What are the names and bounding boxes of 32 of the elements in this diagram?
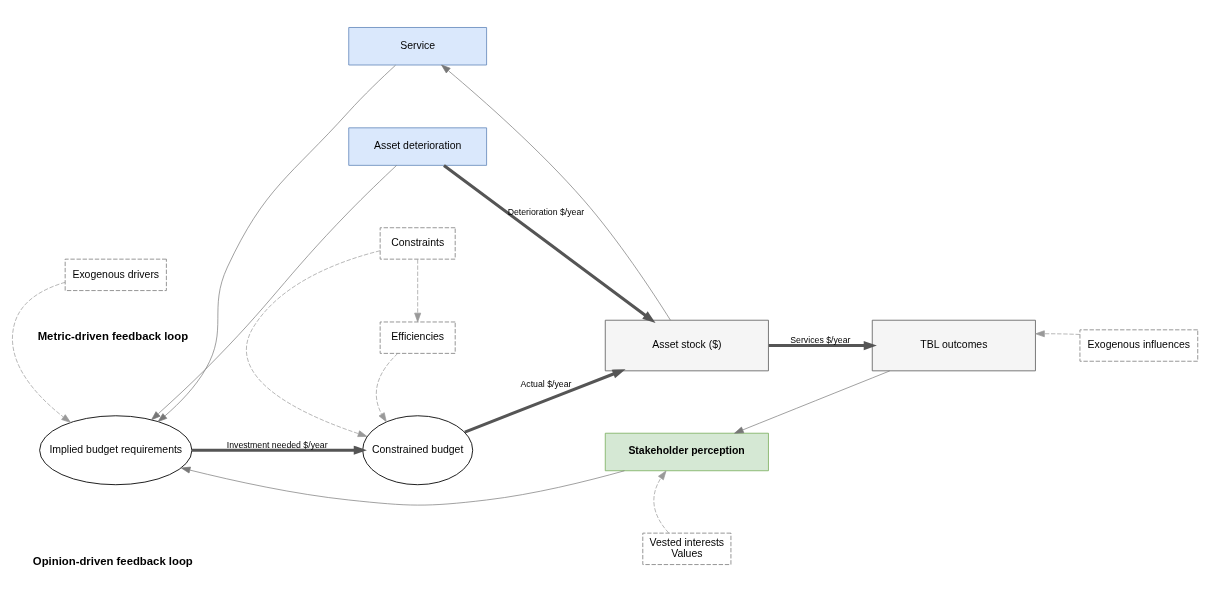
node-box: Asset deterioration [348, 126, 488, 166]
arrow [768, 340, 877, 350]
arrow [192, 445, 367, 455]
node-box: Exogenous influences [1079, 328, 1199, 362]
arrow [157, 64, 396, 422]
node-box: Service [348, 26, 488, 65]
edge-label: Actual $/year [520, 378, 572, 389]
arrow [441, 64, 671, 320]
arrow [12, 281, 71, 423]
edge-label: Services $/year [790, 334, 851, 345]
node-box: Asset stock ($) [604, 319, 769, 371]
arrow [246, 249, 381, 437]
node-ellipse: Constrained budget [362, 414, 474, 485]
node-box: Constraints [379, 226, 456, 260]
node-box: Exogenous drivers [64, 258, 167, 291]
arrow [464, 368, 626, 434]
node-box: Vested interests Values [642, 532, 732, 565]
arrow [1035, 329, 1081, 337]
arrow [734, 370, 891, 434]
node-box: TBL outcomes [871, 319, 1036, 371]
arrow [443, 163, 656, 323]
arrow [151, 164, 397, 420]
node-box: Stakeholder perception [604, 432, 769, 471]
node-box: Efficiencies [379, 321, 456, 354]
arrow [181, 466, 625, 505]
label: Metric-driven feedback loop [37, 329, 189, 342]
edge-label: Investment needed $/year [226, 439, 328, 450]
arrow [375, 352, 399, 422]
label: Opinion-driven feedback loop [32, 554, 193, 567]
arrow [414, 258, 422, 322]
edge-label: Deterioration $/year [507, 206, 585, 217]
arrow [653, 470, 670, 533]
